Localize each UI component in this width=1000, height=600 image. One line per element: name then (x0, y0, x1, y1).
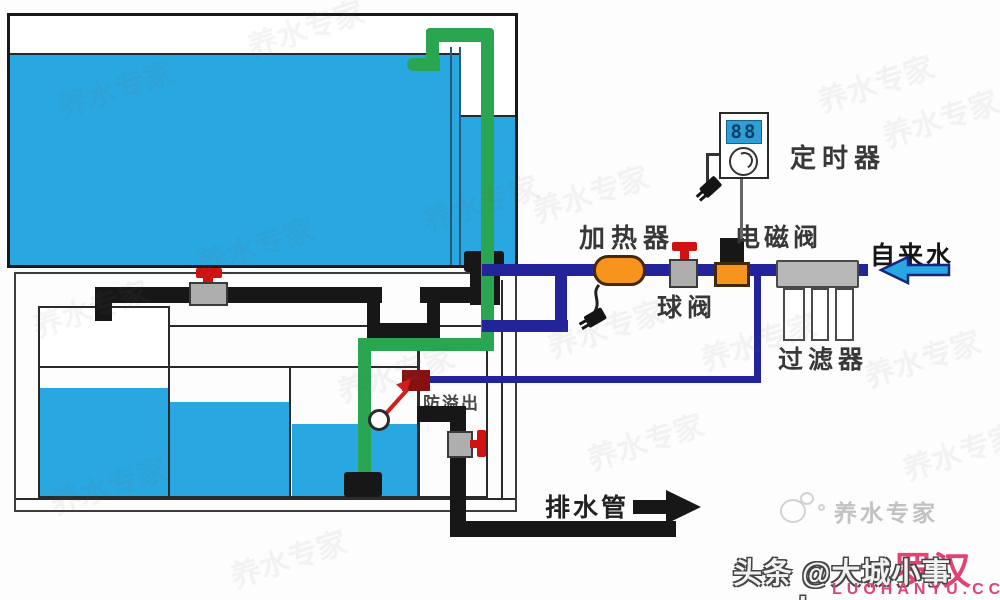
drain-arrow-body (633, 500, 667, 514)
timer-label: 定时器 (790, 143, 887, 173)
filter-head (776, 260, 859, 288)
float-ball (368, 409, 390, 431)
sump-divider-2 (289, 368, 291, 498)
sump-tank (38, 325, 488, 498)
sump-rim-line (168, 366, 419, 368)
tank-drain-pipe-elbow-to-tray (95, 287, 112, 321)
faint-watermark: 养水专家 (53, 56, 179, 125)
ball-valve-body (669, 259, 698, 288)
timer-dial (729, 147, 758, 176)
faint-watermark: 养水专家 (543, 296, 669, 365)
brand-watermark-url: LUOHANYU.CC (832, 581, 1000, 598)
timer-cord-vertical (706, 153, 709, 184)
sump-divider-1 (168, 368, 170, 498)
float-valve-body (402, 370, 430, 391)
drain-pipe-label: 排水管 (545, 494, 630, 522)
cabinet-floor-line (16, 498, 515, 500)
faint-watermark: 养水专家 (226, 526, 352, 595)
heater-body (593, 255, 646, 286)
drain-arrow-head (666, 490, 701, 524)
faint-watermark: 养水专家 (333, 341, 459, 410)
supply-pipe-left-vertical (555, 264, 567, 332)
return-pipe-outlet-foot (407, 58, 440, 71)
solenoid-valve-coil (720, 238, 744, 264)
sump-chamber1-water (40, 388, 168, 496)
faint-watermark: 养水专家 (860, 326, 986, 395)
filter-cartridge-1 (783, 288, 805, 341)
overflow-weir-line-right (459, 47, 461, 265)
tank-drain-valve-handle-bar (196, 268, 222, 278)
timer-wire (740, 177, 743, 239)
ball-valve-label: 球阀 (657, 294, 718, 322)
faint-watermark: 养水专家 (193, 213, 319, 282)
solenoid-valve-body (714, 262, 750, 287)
heater-label: 加热器 (579, 223, 676, 253)
filter-label: 过滤器 (778, 346, 869, 374)
float-valve-branch-vertical (754, 272, 761, 380)
overflow-weir-line-left (450, 47, 452, 265)
tank-drain-pipe-horizontal (95, 287, 382, 303)
cabinet-inner-wall (501, 280, 503, 499)
filter-cartridge-2 (811, 288, 829, 341)
faint-watermark: 养水专家 (243, 0, 369, 65)
timer-display: 88 (726, 120, 762, 144)
brand-watermark-cn: 罗汉鱼 (894, 551, 973, 593)
float-valve-branch-horizontal (428, 376, 761, 383)
cabinet (14, 272, 517, 512)
return-pipe-pump-vertical (358, 338, 371, 478)
stamp-logo (778, 490, 830, 526)
tank-water-surface-line (10, 53, 459, 55)
tank-drain-valve-body (189, 282, 228, 306)
faint-watermark: 养水专家 (696, 309, 822, 378)
ball-valve-handle-bar (672, 242, 697, 251)
filter-cartridge-3 (835, 288, 854, 341)
faint-watermark: 养水专家 (898, 419, 1000, 488)
headline-watermark: 头条 @大城小事good (733, 558, 952, 600)
return-pipe-sump-horizontal (358, 338, 494, 351)
tank-drain-trap-bottom (367, 323, 440, 341)
tap-water-arrow (878, 255, 951, 285)
faint-watermark: 养水专家 (528, 161, 654, 230)
faint-watermark: 养水专家 (418, 171, 544, 240)
return-pipe-top-horizontal (426, 28, 494, 42)
faint-watermark: 养水专家 (583, 409, 709, 478)
drain-valve-handle-stem (470, 440, 479, 448)
faint-watermark: 养水专家 (46, 453, 172, 522)
tank-drain-valve-handle-stem (203, 277, 213, 286)
drain-pipe-bottom-horizontal (450, 521, 676, 537)
drain-valve-handle-bar (477, 430, 486, 457)
timer-cord-horizontal (706, 153, 719, 156)
ball-valve-handle-stem (680, 249, 689, 260)
solenoid-valve-label: 电磁阀 (735, 224, 823, 252)
sump-pump (344, 472, 382, 497)
supply-pipe-lower-horizontal (482, 320, 568, 332)
stamp-text: 养水专家 (834, 500, 938, 526)
tank-water (10, 55, 459, 265)
sump-chamber2-water (170, 402, 289, 496)
faint-watermark: 养水专家 (878, 86, 1000, 155)
faint-watermark: 养水专家 (28, 276, 154, 345)
faint-watermark: 养水专家 (813, 51, 939, 120)
